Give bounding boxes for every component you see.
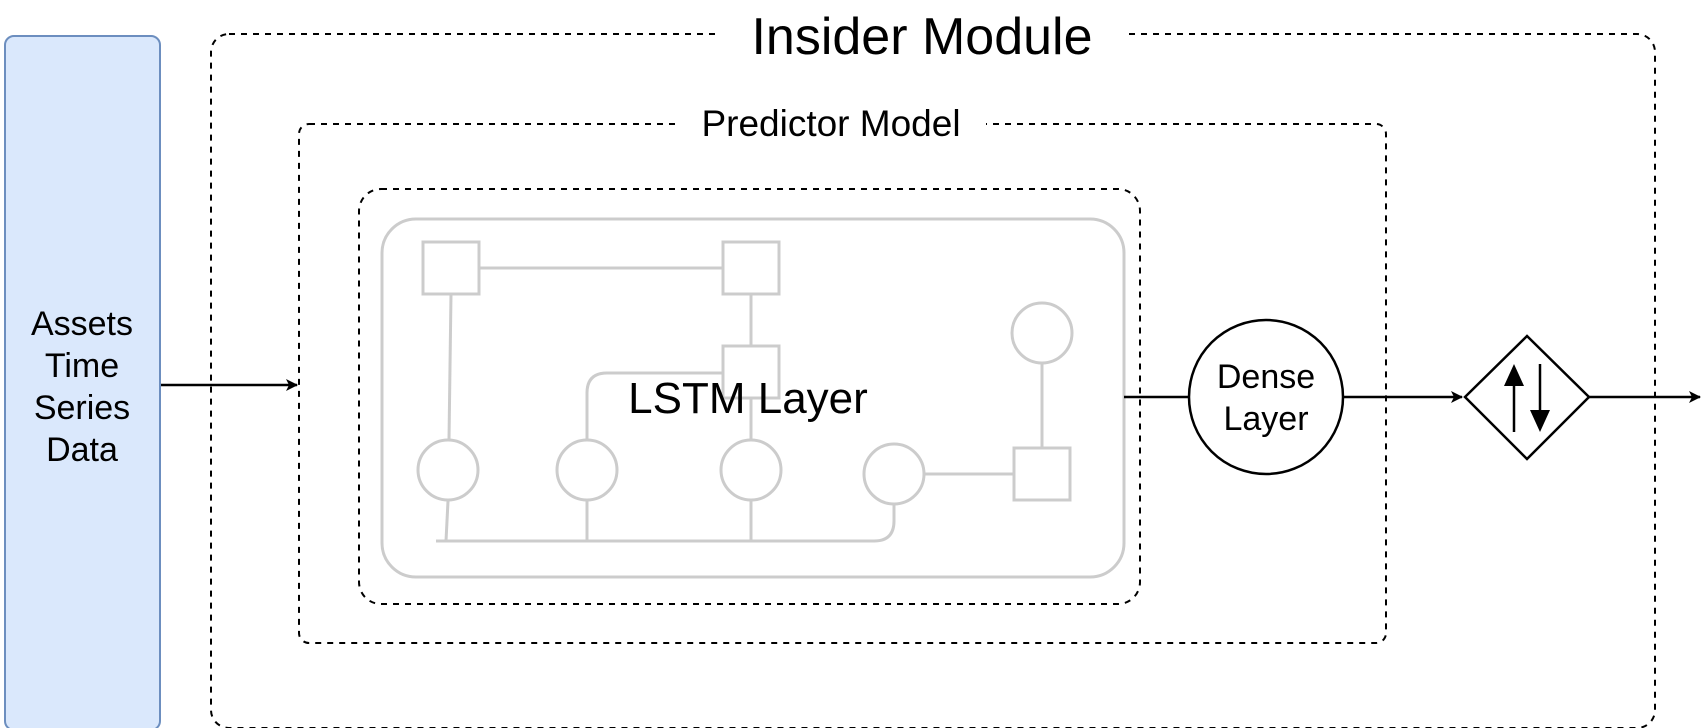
lstm-graphic-edge	[444, 500, 450, 542]
lstm-graphic-circle-node	[416, 438, 480, 502]
lstm-graphic-circle-node	[555, 438, 619, 502]
input-label-line-4: Data	[46, 431, 118, 469]
input-data-block[interactable]: Assets Time Series Data	[4, 35, 161, 728]
lstm-graphic-edge	[447, 293, 453, 441]
lstm-graphic-circle-node	[862, 442, 926, 506]
trade-signal-node[interactable]	[1463, 334, 1591, 461]
lstm-graphic-circle-node	[1010, 301, 1074, 365]
input-data-box[interactable]	[4, 35, 161, 728]
lstm-graphic-circle-node	[719, 438, 783, 502]
insider-module-frame[interactable]	[210, 33, 1656, 728]
up-down-arrows-icon	[1504, 364, 1550, 432]
lstm-layer-label: LSTM Layer	[628, 374, 868, 423]
dense-layer-label-line-1: Dense	[1217, 358, 1315, 396]
insider-module-title: Insider Module	[751, 8, 1092, 66]
lstm-layer-group[interactable]: LSTM Layer	[358, 188, 1141, 605]
insider-module-group[interactable]: Insider Module	[210, 8, 1656, 728]
lstm-graphic-edge	[436, 503, 896, 543]
trade-signal-diamond[interactable]	[1463, 334, 1591, 461]
dense-layer-circle[interactable]	[1187, 318, 1345, 476]
lstm-graphic-edge	[585, 371, 723, 440]
dense-layer-label-line-2: Layer	[1223, 400, 1308, 438]
insider-module-title-gap	[716, 10, 1128, 58]
connectors	[161, 379, 1701, 403]
predictor-model-title: Predictor Model	[701, 103, 960, 144]
lstm-graphic-square-node	[1012, 446, 1072, 502]
predictor-model-group[interactable]: Predictor Model	[298, 103, 1387, 644]
lstm-graphic-square-node	[421, 240, 481, 296]
lstm-graphic-square-node	[721, 344, 781, 400]
predictor-model-title-gap	[676, 104, 986, 144]
dense-layer-node[interactable]: Dense Layer	[1187, 318, 1345, 476]
lstm-graphic-square-node	[721, 240, 781, 296]
up-arrow-head	[1504, 364, 1524, 386]
down-arrow-head	[1530, 410, 1550, 432]
input-label-line-1: Assets	[31, 305, 133, 343]
input-label-line-3: Series	[34, 389, 130, 427]
input-label-line-2: Time	[45, 347, 119, 385]
